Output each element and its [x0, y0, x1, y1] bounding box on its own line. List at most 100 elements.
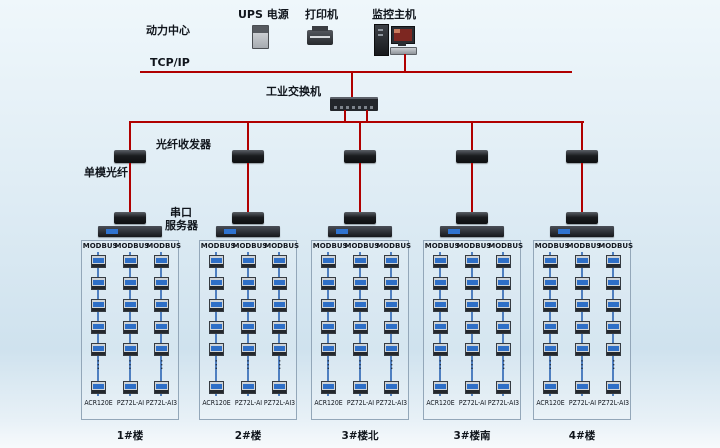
meter-base	[241, 330, 255, 333]
meter-base	[91, 330, 105, 333]
modbus-column: MODBUS⋮PZ72L-AI3	[376, 241, 411, 417]
meter-base	[497, 330, 511, 333]
switch-downlink-line	[344, 110, 346, 122]
meter-screen	[210, 384, 222, 389]
meter-icon	[272, 321, 288, 334]
meter-base	[209, 264, 223, 267]
fiber-transceiver-icon	[344, 212, 376, 224]
meter-icon	[384, 277, 400, 290]
meter-base	[321, 390, 335, 393]
meter-icon	[352, 343, 368, 356]
meter-base	[607, 330, 621, 333]
meter-base	[155, 390, 169, 393]
meter-base	[543, 308, 557, 311]
meter-base	[155, 264, 169, 267]
meter-icon	[208, 321, 224, 334]
meter-base	[123, 308, 137, 311]
ellipsis: ⋮	[576, 358, 588, 371]
meter-screen	[466, 346, 478, 351]
modbus-column: MODBUS⋮ACR120E	[425, 241, 460, 417]
meter-screen	[354, 258, 366, 263]
meter-screen	[322, 346, 334, 351]
meter-screen	[434, 258, 446, 263]
meter-screen	[608, 346, 620, 351]
meter-icon	[208, 277, 224, 290]
serial-server-icon	[216, 226, 280, 237]
meter-base	[385, 352, 399, 355]
meter-icon	[384, 299, 400, 312]
meter-base	[321, 352, 335, 355]
meter-screen	[354, 346, 366, 351]
meter-icon	[542, 277, 558, 290]
drop-line	[581, 122, 583, 150]
printer-icon	[307, 26, 333, 45]
serial-server-screen	[336, 229, 348, 234]
meter-icon	[496, 381, 512, 394]
modbus-column: MODBUS⋮PZ72L-AI	[567, 241, 602, 417]
meter-model-label: PZ72L-AI	[568, 399, 596, 407]
meter-screen	[92, 302, 104, 307]
meter-screen	[274, 302, 286, 307]
meter-screen	[274, 258, 286, 263]
modbus-label: MODBUS	[82, 242, 118, 250]
meter-base	[91, 264, 105, 267]
modbus-label: MODBUS	[146, 242, 182, 250]
fiber-transceiver-icon	[456, 150, 488, 163]
meter-icon	[240, 299, 256, 312]
meter-icon	[432, 255, 448, 268]
meter-base	[575, 390, 589, 393]
meter-icon	[574, 343, 590, 356]
meter-screen	[242, 324, 254, 329]
meter-base	[433, 352, 447, 355]
modbus-column: MODBUS⋮PZ72L-AI	[233, 241, 268, 417]
meter-base	[385, 330, 399, 333]
meter-base	[123, 390, 137, 393]
drop-line	[129, 122, 131, 150]
serial-server-label-line2: 服务器	[165, 219, 198, 232]
modbus-column: MODBUS⋮PZ72L-AI3	[598, 241, 633, 417]
meter-base	[155, 330, 169, 333]
meter-base	[543, 390, 557, 393]
meter-base	[433, 390, 447, 393]
ellipsis: ⋮	[498, 358, 510, 371]
meter-base	[273, 352, 287, 355]
modbus-column: MODBUS⋮ACR120E	[82, 241, 118, 417]
building-label: 4#楼	[568, 430, 596, 442]
meter-base	[433, 264, 447, 267]
tower-drive	[378, 29, 383, 31]
meter-model-label: ACR120E	[84, 399, 113, 407]
meter-screen	[354, 324, 366, 329]
meter-screen	[242, 302, 254, 307]
meter-icon	[606, 343, 622, 356]
meter-model-label: PZ72L-AI	[458, 399, 486, 407]
meter-base	[209, 286, 223, 289]
meter-base	[273, 330, 287, 333]
printer-tray	[312, 26, 328, 31]
meter-icon	[574, 255, 590, 268]
meter-base	[385, 264, 399, 267]
tcpip-label: TCP/IP	[150, 56, 190, 69]
meter-icon	[464, 255, 480, 268]
serial-server-icon	[550, 226, 614, 237]
monitor-glint	[394, 29, 400, 33]
meter-screen	[466, 384, 478, 389]
meter-base	[497, 286, 511, 289]
ellipsis: ⋮	[124, 358, 136, 371]
meter-icon	[352, 321, 368, 334]
meter-screen	[544, 302, 556, 307]
meter-model-label: PZ72L-AI	[234, 399, 262, 407]
pc-tower-icon	[374, 24, 389, 56]
meter-icon	[496, 343, 512, 356]
meter-screen	[322, 324, 334, 329]
meter-screen	[124, 280, 136, 285]
ellipsis: ⋮	[466, 358, 478, 371]
meter-base	[465, 308, 479, 311]
meter-base	[321, 308, 335, 311]
meter-screen	[498, 384, 510, 389]
power-center-label: 动力中心	[146, 24, 190, 37]
building-label: 3#楼北	[341, 430, 379, 442]
meter-screen	[156, 346, 168, 351]
meter-icon	[432, 381, 448, 394]
meter-icon	[352, 277, 368, 290]
